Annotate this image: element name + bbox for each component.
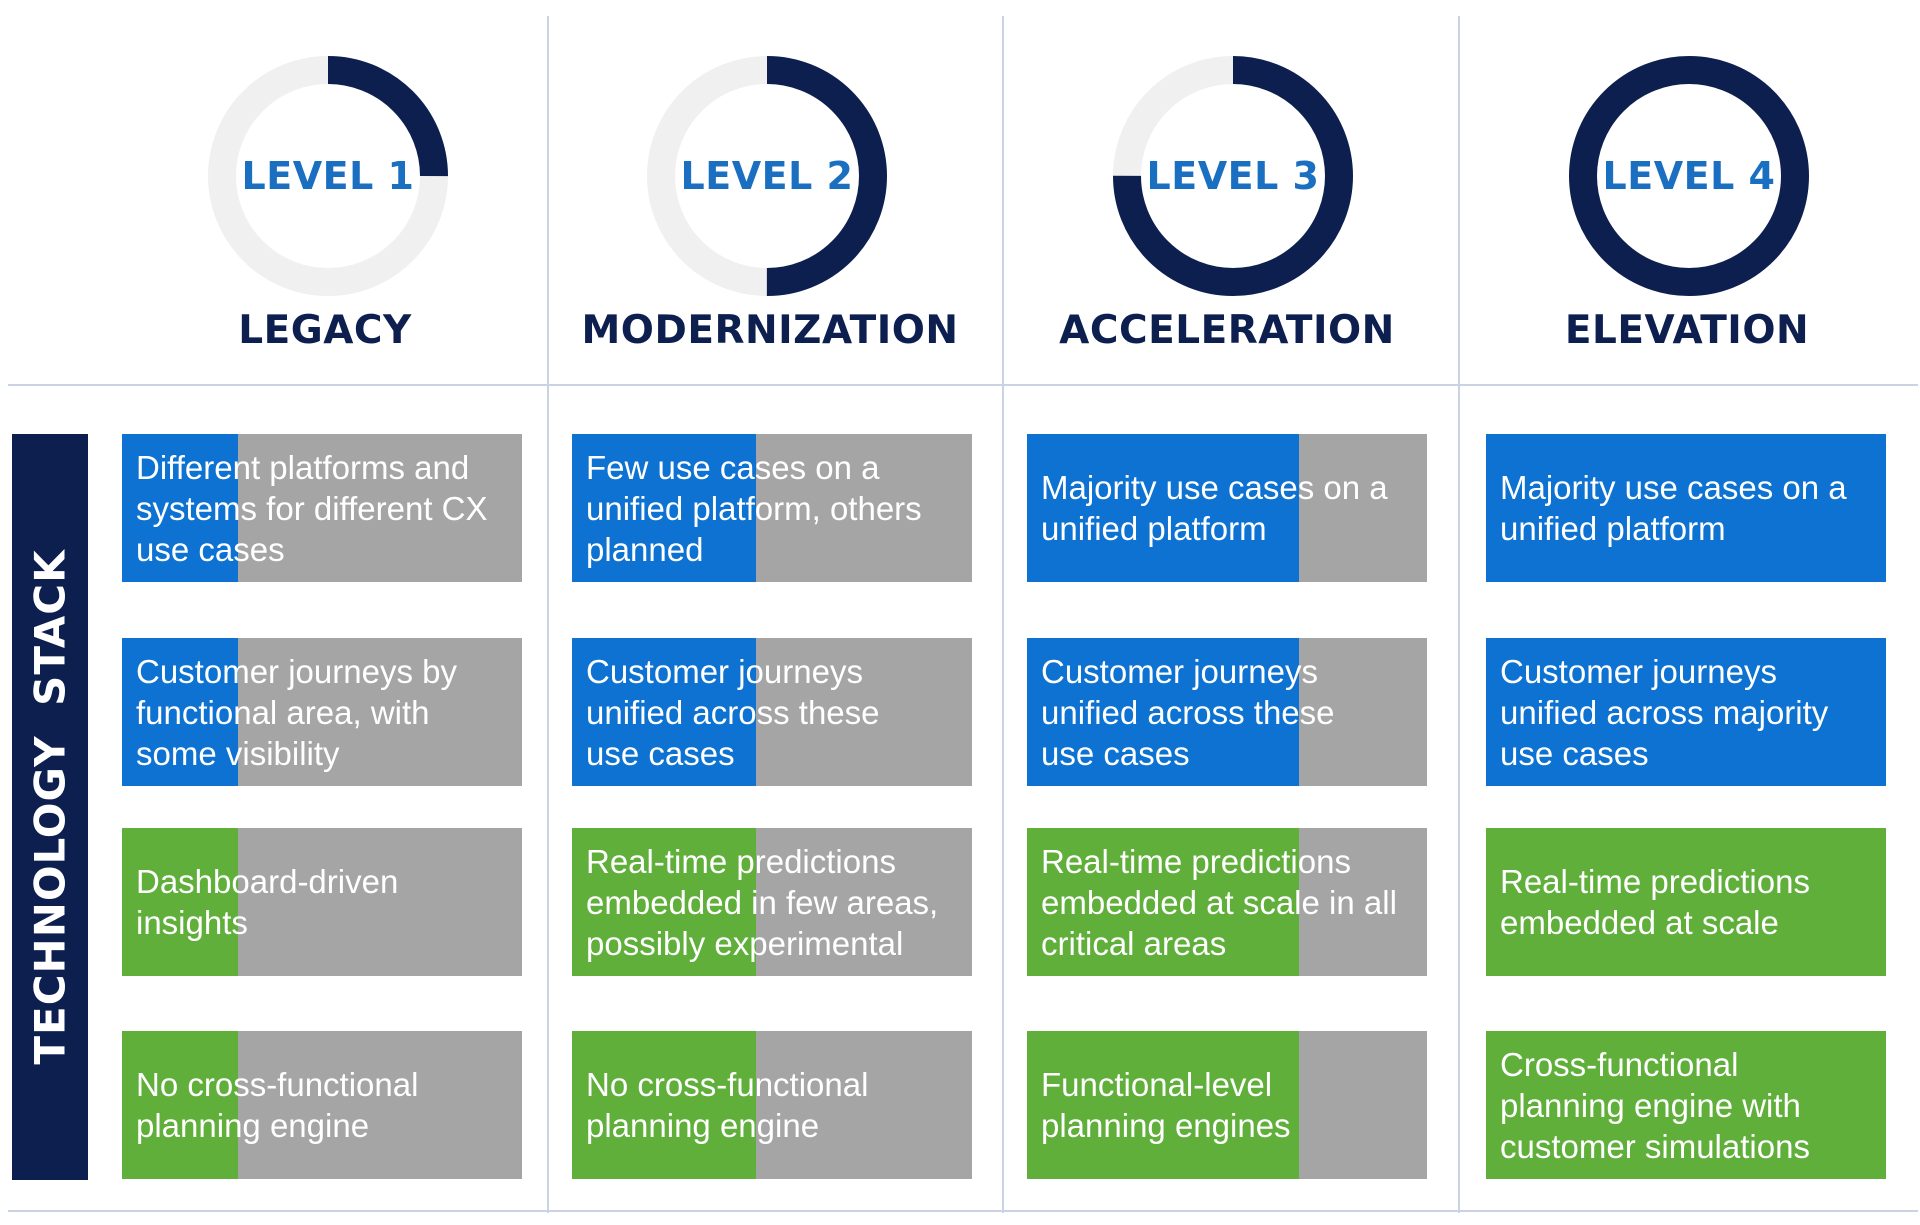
capability-card-r1-c3: Majority use cases on a unified platform [1027,434,1427,582]
capability-text: Dashboard-driven insights [136,863,399,941]
capability-card-r1-c4: Majority use cases on a unified platform [1486,434,1886,582]
capability-text: Customer journeys unified across these u… [1041,652,1335,772]
capability-card-r3-c1: Dashboard-driven insights [122,828,522,976]
ring-progress-arc [208,56,448,296]
level-3-progress-ring: LEVEL 3 [1113,56,1353,296]
stage-name-4: ELEVATION [1564,308,1810,353]
stage-name-1: LEGACY [238,308,412,353]
capability-text: Real-time predictions embedded at scale [1500,863,1810,941]
capability-text: No cross-functional planning engine [586,1066,869,1144]
capability-card-r3-c2: Real-time predictions embedded in few ar… [572,828,972,976]
capability-card-r2-c1: Customer journeys by functional area, wi… [122,638,522,786]
capability-card-r4-c3: Functional-level planning engines [1027,1031,1427,1179]
capability-card-r4-c1: No cross-functional planning engine [122,1031,522,1179]
level-label: LEVEL 4 [1602,154,1776,198]
maturity-fill [1027,434,1299,582]
level-2-progress-ring: LEVEL 2 [647,56,887,296]
level-1-progress-ring: LEVEL 1 [208,56,448,296]
capability-card-r1-c2: Few use cases on a unified platform, oth… [572,434,972,582]
capability-card-r3-c4: Real-time predictions embedded at scale [1486,828,1886,976]
maturity-fill [122,434,238,582]
stage-name-3: ACCELERATION [1059,308,1395,353]
maturity-fill [1027,1031,1299,1179]
column-divider-1 [547,16,549,1213]
column-divider-2 [1002,16,1004,1213]
capability-text: Functional-level planning engines [1041,1066,1291,1144]
maturity-fill [1486,434,1886,582]
capability-card-r2-c4: Customer journeys unified across majorit… [1486,638,1886,786]
capability-card-r4-c4: Cross-functional planning engine with cu… [1486,1031,1886,1179]
maturity-fill [572,638,756,786]
capability-text: Majority use cases on a unified platform [1041,469,1388,547]
maturity-fill [1486,1031,1886,1179]
capability-text: Few use cases on a unified platform, oth… [586,448,922,568]
level-4-progress-ring: LEVEL 4 [1569,56,1809,296]
ring-progress-arc [1113,56,1353,296]
capability-card-r4-c2: No cross-functional planning engine [572,1031,972,1179]
maturity-fill [1486,828,1886,976]
stage-name-2: MODERNIZATION [581,308,959,353]
header-divider [8,384,1918,386]
capability-text: Customer journeys unified across majorit… [1500,652,1829,772]
capability-text: Real-time predictions embedded at scale … [1041,842,1397,962]
capability-card-r2-c3: Customer journeys unified across these u… [1027,638,1427,786]
maturity-fill [1486,638,1886,786]
maturity-fill [122,638,238,786]
level-label: LEVEL 2 [680,154,854,198]
capability-card-r1-c1: Different platforms and systems for diff… [122,434,522,582]
capability-text: No cross-functional planning engine [136,1066,419,1144]
column-divider-3 [1458,16,1460,1213]
ring-progress-arc [1569,56,1809,296]
capability-card-r3-c3: Real-time predictions embedded at scale … [1027,828,1427,976]
bottom-divider [8,1210,1918,1212]
level-label: LEVEL 1 [241,154,415,198]
maturity-fill [1027,638,1299,786]
capability-text: Majority use cases on a unified platform [1500,469,1847,547]
maturity-fill [572,1031,756,1179]
capability-card-r2-c2: Customer journeys unified across these u… [572,638,972,786]
level-label: LEVEL 3 [1146,154,1320,198]
capability-text: Customer journeys by functional area, wi… [136,652,457,772]
technology-stack-label: TECHNOLOGY STACK [25,549,75,1065]
maturity-fill [572,434,756,582]
maturity-fill [572,828,756,976]
maturity-fill [1027,828,1299,976]
capability-text: Different platforms and systems for diff… [136,448,488,568]
technology-stack-bar: TECHNOLOGY STACK [12,434,88,1180]
maturity-fill [122,828,238,976]
capability-text: Cross-functional planning engine with cu… [1500,1045,1810,1165]
capability-text: Customer journeys unified across these u… [586,652,880,772]
ring-progress-arc [647,56,887,296]
capability-text: Real-time predictions embedded in few ar… [586,842,939,962]
maturity-fill [122,1031,238,1179]
